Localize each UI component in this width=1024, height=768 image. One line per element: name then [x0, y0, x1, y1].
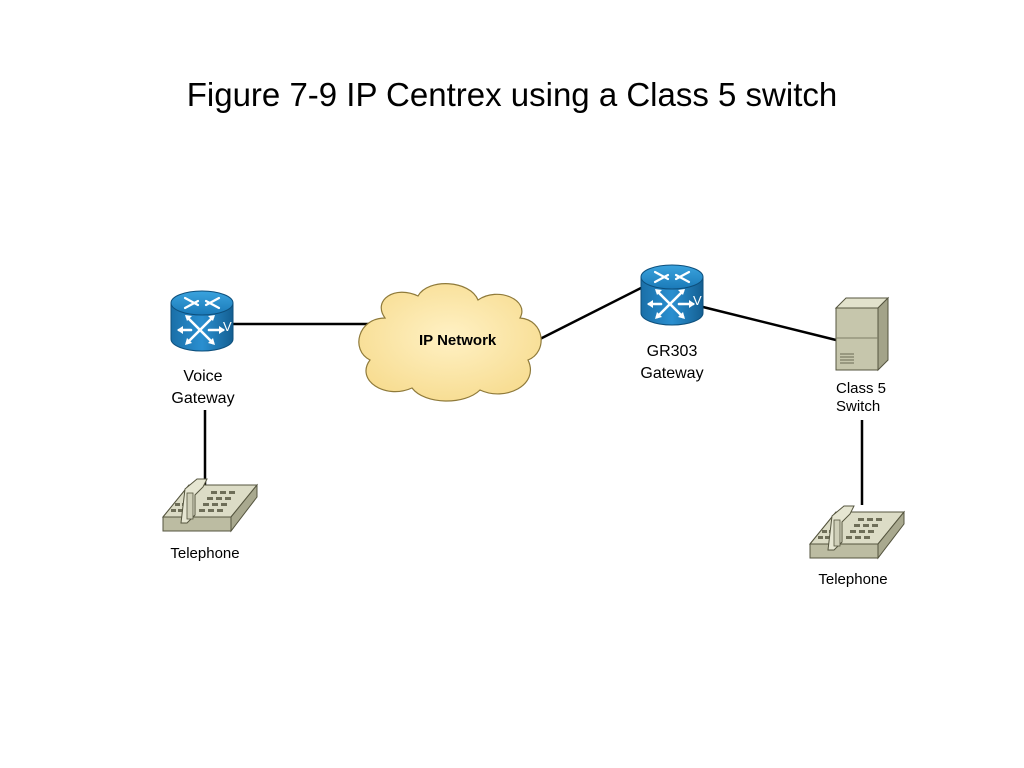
class5-switch-label-line1: Class 5: [836, 380, 887, 397]
telephone-icon: [162, 478, 258, 532]
class5-switch-label: Class 5 Switch: [836, 380, 916, 416]
cloud-icon: [358, 283, 542, 402]
voice-gateway-label-line2: Gateway: [171, 390, 235, 407]
gr303-gateway-label-line2: Gateway: [640, 365, 704, 382]
server-icon: [834, 296, 890, 372]
gr303-gateway-label-line1: GR303: [646, 343, 698, 360]
link-ip-network-gr303: [537, 286, 642, 342]
ip-network-label: IP Network: [419, 332, 497, 349]
telephone-right-label: Telephone: [818, 571, 888, 588]
router-voice-icon: [639, 263, 705, 327]
class5-switch-label-line2: Switch: [836, 398, 881, 415]
figure-title: Figure 7-9 IP Centrex using a Class 5 sw…: [186, 76, 838, 113]
telephone-icon: [809, 505, 905, 559]
router-voice-icon: [169, 289, 235, 353]
telephone-left-label: Telephone: [170, 545, 240, 562]
gr303-gateway-label: GR303 Gateway: [622, 341, 722, 385]
voice-gateway-label: Voice Gateway: [153, 366, 253, 410]
voice-gateway-label-line1: Voice: [183, 368, 223, 385]
link-gr303-class5: [702, 305, 837, 342]
